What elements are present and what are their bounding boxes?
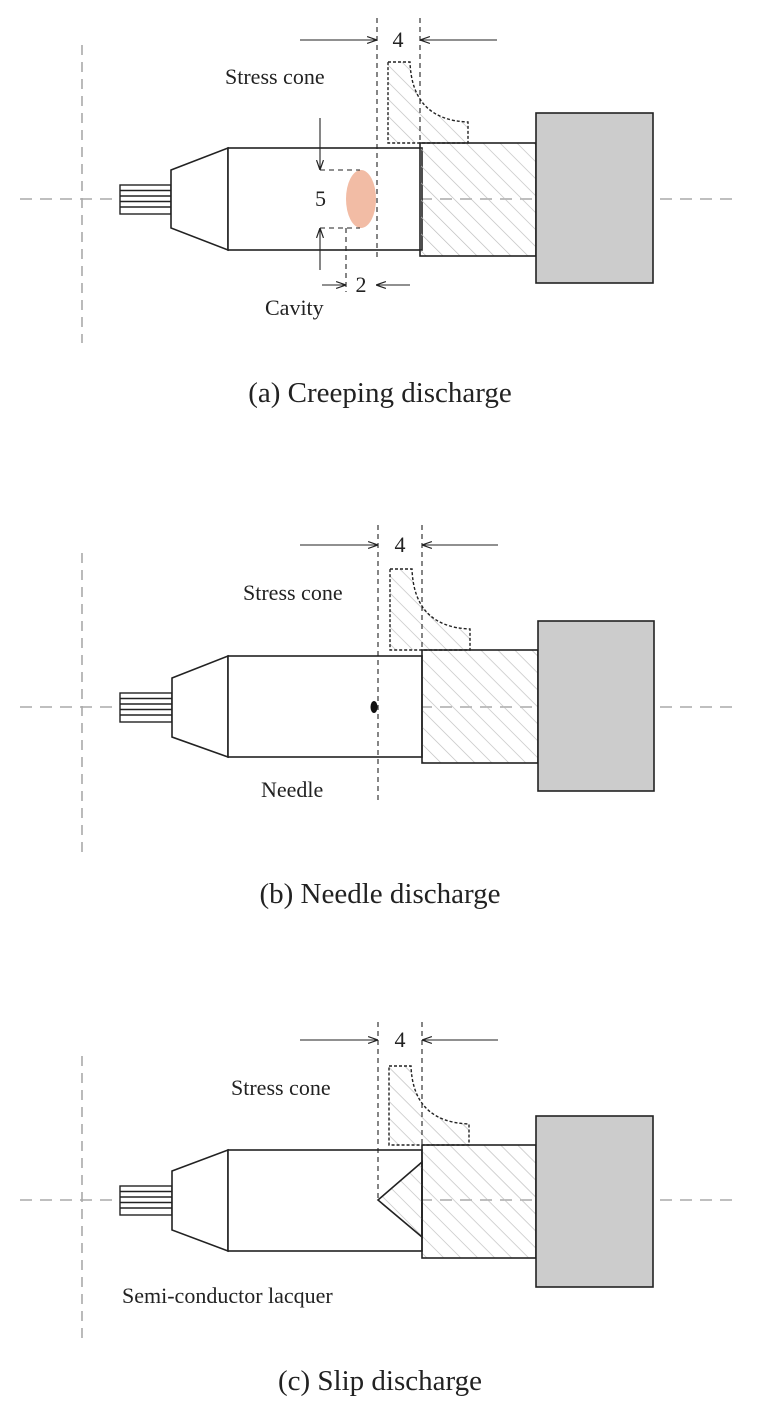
joint-body	[419, 142, 537, 257]
dim-top-label: 4	[393, 27, 404, 52]
caption-a: (a) Creeping discharge	[248, 377, 512, 409]
needle-label: Needle	[261, 777, 323, 802]
terminal-block	[537, 620, 655, 792]
semi-conductor-lacquer-wedge	[376, 1160, 423, 1239]
panel-creeping-discharge: 4 Stress cone 5 2 Cavity (a) Creeping di…	[20, 18, 740, 409]
caption-b: (b) Needle discharge	[259, 878, 500, 910]
joint-body	[421, 1144, 537, 1259]
panel-needle-discharge: 4 Stress cone Needle (b) Needle discharg…	[20, 525, 740, 910]
joint-body	[421, 649, 539, 764]
terminal-block	[535, 112, 654, 284]
cable-taper	[171, 654, 229, 759]
conductor-strands	[119, 1185, 173, 1216]
cable-insulation	[227, 147, 423, 251]
conductor-strands	[119, 692, 173, 723]
cavity-width-label: 2	[356, 272, 367, 297]
stress-cone-shape	[388, 1065, 470, 1146]
stress-cone-shape	[389, 568, 471, 651]
cavity-label: Cavity	[265, 295, 324, 320]
cavity-height-label: 5	[315, 186, 326, 211]
stress-cone-label: Stress cone	[231, 1075, 331, 1100]
cavity-defect	[346, 170, 376, 228]
dim-top-label: 4	[395, 532, 406, 557]
cable-taper	[170, 146, 229, 252]
cable-insulation	[227, 655, 423, 758]
stress-cone-label: Stress cone	[243, 580, 343, 605]
caption-c: (c) Slip discharge	[278, 1365, 482, 1397]
panel-slip-discharge: 4 Stress cone Semi-conductor lacquer (c)…	[20, 1022, 740, 1397]
stress-cone-label: Stress cone	[225, 64, 325, 89]
cable-taper	[171, 1148, 229, 1253]
conductor-strands	[119, 184, 172, 215]
terminal-block	[535, 1115, 654, 1288]
lacquer-label: Semi-conductor lacquer	[122, 1283, 333, 1308]
stress-cone-shape	[387, 61, 469, 144]
dim-top-label: 4	[395, 1027, 406, 1052]
needle-defect	[370, 701, 378, 713]
